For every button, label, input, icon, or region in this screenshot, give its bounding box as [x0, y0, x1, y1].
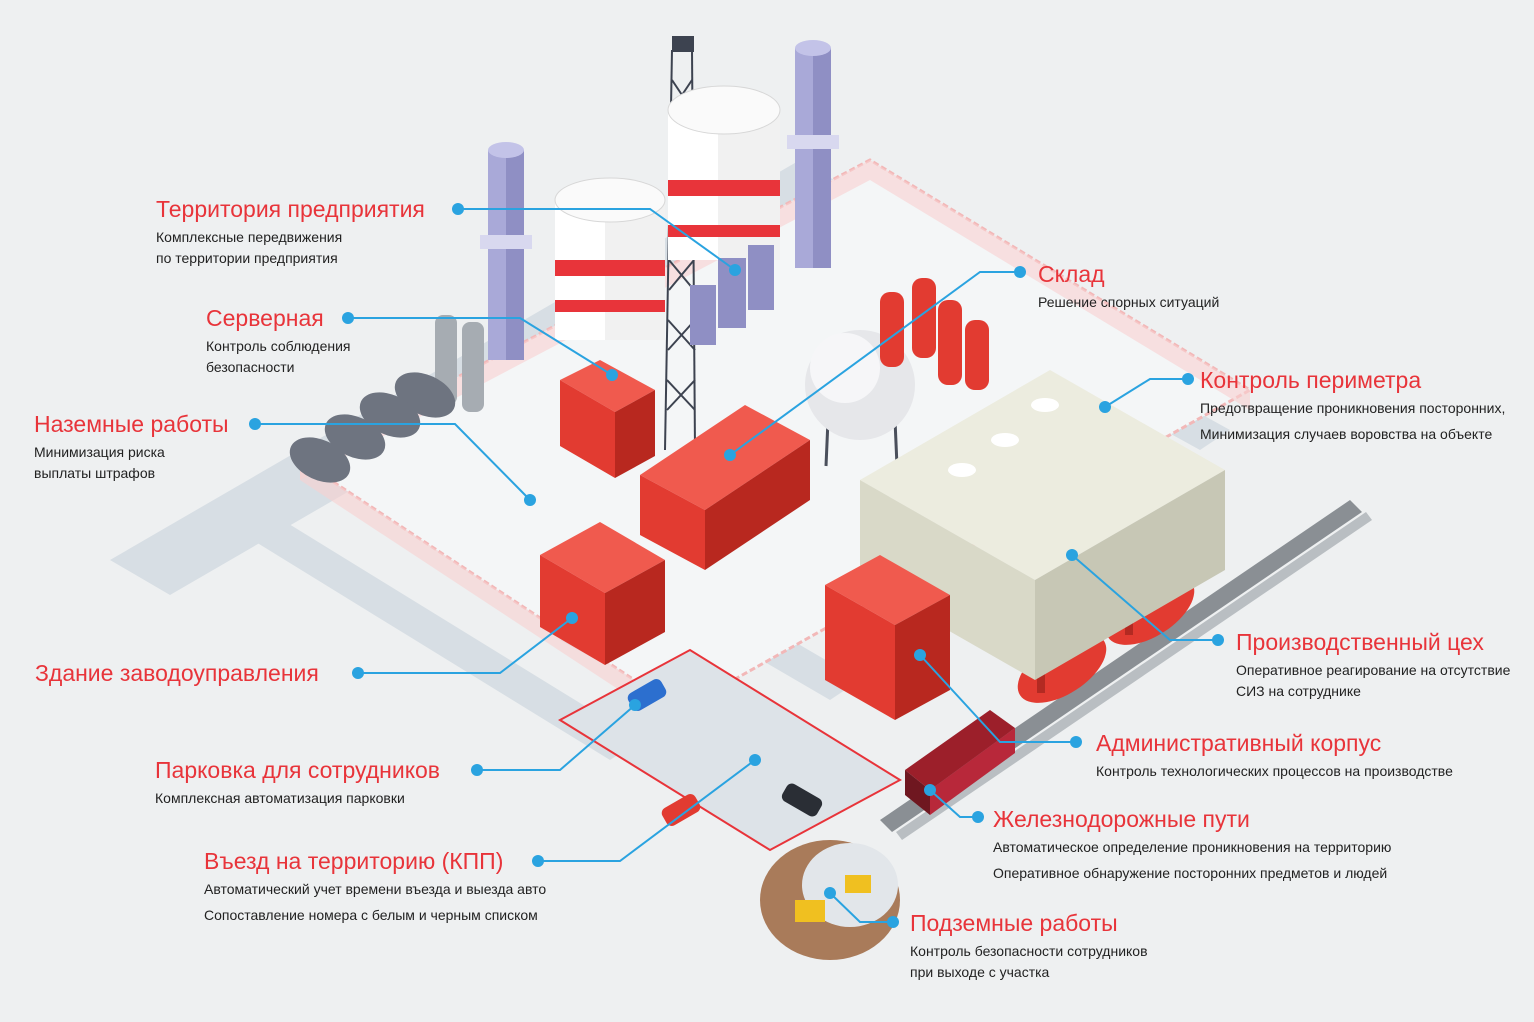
- callout-perimeter: Контроль периметра Предотвращение проник…: [1200, 366, 1505, 445]
- callout-title: Серверная: [206, 305, 324, 331]
- callout-line: Комплексная автоматизация парковки: [155, 790, 405, 806]
- callout-line: безопасности: [206, 359, 295, 375]
- callout-checkpoint: Въезд на территорию (КПП) Автоматический…: [204, 847, 546, 926]
- callout-description: Автоматическое определение проникновения…: [993, 837, 1391, 884]
- server-building: [560, 360, 655, 478]
- callout-line: выплаты штрафов: [34, 465, 156, 481]
- connector-lines: [255, 208, 1218, 923]
- callout-title: Административный корпус: [1096, 730, 1382, 756]
- callout-warehouse: Склад Решение спорных ситуаций: [1038, 260, 1219, 313]
- production-workshop: [860, 370, 1225, 680]
- callout-description: Решение спорных ситуаций: [1038, 292, 1219, 313]
- callout-title: Железнодорожные пути: [993, 806, 1250, 832]
- callout-title: Склад: [1038, 261, 1105, 287]
- callout-line: Контроль соблюдения: [206, 338, 351, 354]
- callout-title: Территория предприятия: [156, 196, 425, 222]
- callout-description: Автоматический учет времени въезда и вые…: [204, 879, 546, 926]
- callout-line: СИЗ на сотруднике: [1236, 683, 1361, 699]
- callout-line: Решение спорных ситуаций: [1038, 294, 1220, 310]
- process-tanks: [690, 245, 774, 345]
- callout-line: Оперативное обнаружение посторонних пред…: [993, 865, 1388, 881]
- callout-description: Комплексные передвижения по территории п…: [156, 227, 425, 269]
- callout-line: Сопоставление номера с белым и черным сп…: [204, 907, 538, 923]
- callout-line: Контроль безопасности сотрудников: [910, 943, 1148, 959]
- callout-line: Контроль технологических процессов на пр…: [1096, 763, 1453, 779]
- callout-description: Оперативное реагирование на отсутствие С…: [1236, 660, 1510, 702]
- callout-line: Предотвращение проникновения посторонних…: [1200, 400, 1506, 416]
- callout-server: Серверная Контроль соблюдения безопаснос…: [206, 304, 350, 378]
- storage-tanks: [554, 85, 781, 340]
- horizontal-tanks: [289, 372, 456, 483]
- locomotive: [905, 710, 1015, 815]
- callout-line: Оперативное реагирование на отсутствие: [1236, 662, 1511, 678]
- callout-title: Контроль периметра: [1200, 367, 1422, 393]
- callout-title: Парковка для сотрудников: [155, 757, 441, 783]
- callout-description: Контроль технологических процессов на пр…: [1096, 761, 1453, 782]
- distillation-columns: [480, 40, 839, 360]
- callout-line: Минимизация риска: [34, 444, 165, 460]
- callout-description: Контроль соблюдения безопасности: [206, 336, 350, 378]
- callout-title: Въезд на территорию (КПП): [204, 848, 504, 874]
- callout-line: Комплексные передвижения: [156, 229, 343, 245]
- callout-title: Производственный цех: [1236, 629, 1484, 655]
- callout-railway: Железнодорожные пути Автоматическое опре…: [993, 805, 1391, 884]
- tower-top: [672, 36, 694, 52]
- management-building: [540, 522, 665, 665]
- callout-description: Минимизация риска выплаты штрафов: [34, 442, 229, 484]
- callout-description: Комплексная автоматизация парковки: [155, 788, 440, 809]
- callout-line: при выходе с участка: [910, 964, 1050, 980]
- callout-description: Контроль безопасности сотрудников при вы…: [910, 941, 1148, 983]
- callout-line: Автоматическое определение проникновения…: [993, 839, 1392, 855]
- callout-parking: Парковка для сотрудников Комплексная авт…: [155, 756, 440, 809]
- callout-workshop: Производственный цех Оперативное реагиро…: [1236, 628, 1510, 702]
- callout-territory: Территория предприятия Комплексные перед…: [156, 195, 425, 269]
- callout-management-building: Здание заводоуправления: [35, 659, 319, 687]
- callout-line: Минимизация случаев воровства на объекте: [1200, 426, 1493, 442]
- callout-line: по территории предприятия: [156, 250, 338, 266]
- callout-title: Подземные работы: [910, 910, 1118, 936]
- connector-dots: [249, 203, 1224, 928]
- callout-ground-works: Наземные работы Минимизация риска выплат…: [34, 410, 229, 484]
- perimeter-fence-front: [300, 460, 680, 730]
- callout-description: Предотвращение проникновения посторонних…: [1200, 398, 1505, 445]
- callout-title: Наземные работы: [34, 411, 229, 437]
- callout-line: Автоматический учет времени въезда и вые…: [204, 881, 547, 897]
- callout-underground: Подземные работы Контроль безопасности с…: [910, 909, 1148, 983]
- callout-title: Здание заводоуправления: [35, 660, 319, 686]
- tunnel: [760, 840, 900, 960]
- gas-cylinders: [880, 278, 989, 390]
- callout-administrative-corps: Административный корпус Контроль техноло…: [1096, 729, 1453, 782]
